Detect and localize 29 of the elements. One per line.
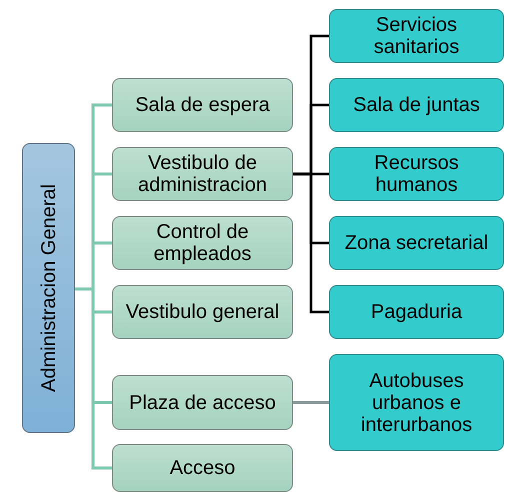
sub-area-box: [329, 147, 504, 201]
node-label: Sala de juntas: [352, 94, 481, 116]
area-box: [112, 285, 293, 339]
node-label: Acceso: [168, 457, 236, 479]
node-label: Zona secretarial: [344, 232, 490, 254]
sub-area-box: [329, 78, 504, 132]
node-label: Administracion General: [38, 184, 60, 392]
sub-area-box: [329, 216, 504, 270]
area-box: [112, 444, 293, 492]
area-box: [112, 375, 293, 430]
node-label: Servicios sanitarios: [372, 14, 460, 58]
root-box: [22, 143, 75, 433]
sub-area-box: [329, 285, 504, 339]
node-label: Plaza de acceso: [128, 392, 277, 414]
area-box: [112, 216, 293, 270]
connector-line: [75, 288, 112, 470]
node-label: Autobuses urbanos e interurbanos: [360, 370, 474, 436]
node-label: Vestibulo de administracion: [137, 152, 268, 196]
sub-area-box: [329, 9, 504, 63]
sub-area-box: [329, 354, 504, 451]
node-label: Vestibulo general: [124, 301, 280, 323]
node-label: Sala de espera: [134, 94, 271, 116]
node-label: Control de empleados: [152, 221, 252, 265]
connector-line: [293, 172, 329, 314]
node-label: Recursos humanos: [373, 152, 460, 196]
area-box: [112, 147, 293, 201]
area-box: [112, 78, 293, 132]
connector-line: [293, 401, 329, 404]
node-label: Pagaduria: [370, 301, 464, 323]
